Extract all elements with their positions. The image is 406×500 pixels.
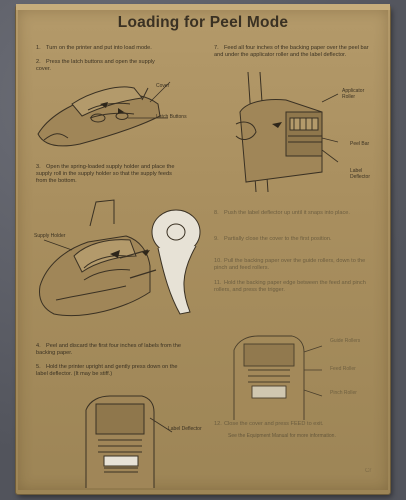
step-2-number: 2. [36,59,41,65]
callout-feed-rollers: Feed Roller [330,366,356,372]
callout-guide-rollers: Guide Rollers [330,338,361,344]
callout-label-deflector-left: Label Deflector [168,426,202,432]
step-4-text: Peel and discard the first four inches o… [36,343,181,356]
step-9-number: 9. [214,236,219,242]
step-3-number: 3. [36,164,41,170]
box-top-edge [16,4,390,10]
step-12-text: Close the cover and press FEED to exit. [224,421,324,427]
step-11-text: Hold the backing paper edge between the … [214,280,366,293]
step-10: 10.Pull the backing paper over the guide… [214,258,366,272]
step-3: 3.Open the spring-loaded supply holder a… [36,164,184,185]
step-7-number: 7. [214,45,219,51]
feed-rollers-illustration [226,330,326,420]
step-1-number: 1. [36,45,41,51]
callout-pinch-roller: Pinch Roller [330,390,357,396]
step-9-text: Partially close the cover to the first p… [224,236,332,242]
callout-supply-holder: Supply Holder [34,233,66,239]
footnote: See the Equipment Manual for more inform… [228,433,336,439]
corner-mark: Cr [365,468,372,474]
step-5-text: Hold the printer upright and gently pres… [36,364,178,377]
step-9: 9. Partially close the cover to the first… [214,236,366,243]
peel-bar-illustration [226,72,346,192]
callout-applicator-roller: Applicator Roller [342,88,365,100]
step-4-number: 4. [36,343,41,349]
step-10-text: Pull the backing paper over the guide ro… [214,258,366,271]
step-11-number: 11. [214,280,222,286]
step-8-text: Push the label deflector up until it sna… [224,210,350,216]
step-7: 7.Feed all four inches of the backing pa… [214,45,376,59]
supply-holder-illustration [30,196,210,336]
step-12: 12.Close the cover and press FEED to exi… [214,421,374,428]
step-4: 4.Peel and discard the first four inches… [36,343,188,357]
label-deflector-illustration [80,388,190,488]
step-1-text: Turn on the printer and put into load mo… [46,45,152,51]
step-3-text: Open the spring-loaded supply holder and… [36,164,175,184]
step-11: 11.Hold the backing paper edge between t… [214,280,366,294]
step-5-number: 5. [36,364,41,370]
step-5: 5.Hold the printer upright and gently pr… [36,364,188,378]
callout-latch-buttons: Latch Buttons [156,114,187,120]
step-2-text: Press the latch buttons and open the sup… [36,59,155,72]
step-8: 8. Push the label deflector up until it s… [214,210,366,217]
page-title: Loading for Peel Mode [117,14,289,31]
step-10-number: 10. [214,258,222,264]
printer-cover-illustration [30,74,200,166]
step-12-number: 12. [214,421,222,427]
step-8-number: 8. [214,210,219,216]
callout-label-deflector-right: Label Deflector [350,168,371,180]
callout-peel-bar: Peel Bar [350,141,370,147]
callout-cover: Cover [156,83,170,89]
step-7-text: Feed all four inches of the backing pape… [214,45,369,58]
step-2: 2.Press the latch buttons and open the s… [36,59,168,73]
step-1: 1. Turn on the printer and put into load … [36,45,196,52]
